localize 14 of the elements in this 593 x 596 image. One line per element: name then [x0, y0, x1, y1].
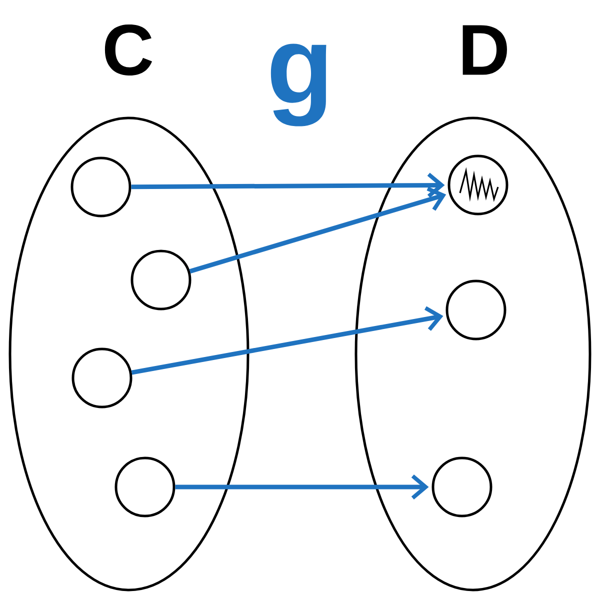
element-circle	[432, 456, 492, 518]
element-circle	[114, 456, 176, 518]
node-label: D	[462, 25, 507, 75]
arrow	[175, 474, 429, 500]
node-label: C	[104, 24, 152, 76]
function-letter: g	[270, 44, 326, 126]
element-circle	[70, 156, 132, 218]
arrow	[131, 306, 444, 375]
element-circle	[446, 280, 506, 340]
scribbled-circle	[448, 154, 508, 216]
element-circle	[130, 250, 192, 310]
arrow	[131, 172, 445, 198]
arrow	[189, 186, 446, 274]
element-circle	[72, 348, 132, 408]
